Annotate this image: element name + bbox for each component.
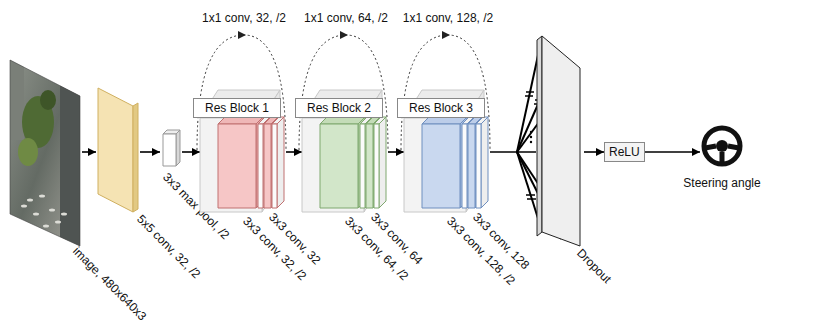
conv-slab (481, 117, 488, 208)
connector-arrow (584, 151, 604, 153)
block-housing (200, 118, 262, 212)
block-housing (302, 118, 364, 212)
conv-slab (218, 124, 256, 208)
conv-slab (320, 124, 358, 208)
connector-arrow (182, 151, 200, 153)
photo-debris (61, 213, 67, 216)
res-block: Res Block 1 (200, 86, 286, 214)
input-image-shape (10, 58, 82, 248)
conv-slab (258, 124, 263, 208)
photo-detail (10, 60, 80, 250)
dense-slab (542, 36, 580, 246)
photo-debris (27, 199, 33, 202)
ellipsis-dot (530, 131, 532, 133)
conv-slab (133, 103, 138, 212)
res-block: Res Block 3 (404, 86, 490, 214)
photo-wall (10, 60, 24, 140)
skip-label: 1x1 conv, 32, /2 (202, 11, 286, 25)
conv-slab (271, 117, 278, 208)
connector-arrow (82, 151, 96, 153)
conv-slab (320, 117, 365, 124)
connector-arrow (388, 151, 404, 153)
block-title: Res Block 3 (397, 98, 485, 118)
photo-debris (39, 195, 45, 198)
photo-debris (43, 225, 49, 228)
dropout-tick (526, 194, 535, 196)
layer-label: Steering angle (683, 176, 760, 190)
layer-label: Dropout (574, 246, 614, 286)
pool-slab (176, 130, 180, 166)
skip-label: 1x1 conv, 128, /2 (403, 11, 494, 25)
conv-slab (460, 117, 467, 208)
conv-slab (360, 124, 365, 208)
conv-slab (475, 117, 482, 208)
skip-label: 1x1 conv, 64, /2 (304, 11, 388, 25)
connector-arrow (286, 151, 302, 153)
conv-layer-shape (96, 86, 140, 214)
block-title: Res Block 1 (193, 98, 281, 118)
conv-slab (264, 124, 271, 208)
photo-wall (60, 60, 80, 250)
pool-layer-shape (160, 126, 182, 170)
pool-layer: 3x3 max pool, /2 (160, 126, 182, 170)
skip-arrowhead (442, 31, 450, 39)
dense-layer: Dropout (536, 34, 584, 274)
connector-arrow (490, 151, 536, 153)
conv-slab (468, 124, 475, 208)
photo-tree (18, 138, 38, 166)
wheel-hub (716, 140, 728, 152)
conv-slab (467, 117, 474, 208)
dropout-tick (526, 91, 534, 93)
input-image: image, 480x640x3 (10, 58, 82, 248)
photo-debris (55, 221, 61, 224)
conv-layer: 5x5 conv, 32, /2 (96, 86, 140, 214)
photo-border (10, 60, 80, 246)
conv-slab (256, 117, 263, 208)
output-icon-shape (700, 124, 744, 168)
conv-slab (422, 117, 467, 124)
dropout-tick (525, 95, 533, 97)
box-label: ReLU (609, 145, 640, 159)
ellipsis-dot (530, 136, 532, 138)
photo-debris (21, 205, 27, 208)
conv-slab (462, 124, 467, 208)
activation-box: ReLU (604, 142, 645, 162)
pool-slab (163, 134, 176, 166)
block-housing (404, 118, 466, 212)
ellipsis-dot (530, 141, 532, 143)
conv-slab (263, 117, 270, 208)
skip-arrowhead (340, 31, 348, 39)
conv-slab (366, 124, 373, 208)
conv-slab (98, 88, 133, 212)
res-block: Res Block 2 (302, 86, 388, 214)
conv-slab (476, 124, 481, 208)
dense-slab (537, 36, 542, 236)
connector-arrow (645, 151, 700, 153)
conv-slab (373, 117, 380, 208)
photo-debris (49, 209, 55, 212)
skip-arrowhead (238, 31, 246, 39)
conv-slab (374, 124, 379, 208)
dropout-tick (527, 198, 536, 200)
dense-layer-shape (536, 34, 584, 274)
connector-arrow (140, 151, 160, 153)
photo-debris (33, 213, 39, 216)
layer-label: 5x5 conv, 32, /2 (134, 212, 203, 281)
layer-label: image, 480x640x3 (70, 244, 149, 323)
block-title: Res Block 2 (295, 98, 383, 118)
photo-tree (40, 90, 56, 110)
output-icon: Steering angle (700, 124, 744, 168)
conv-slab (358, 117, 365, 208)
conv-slab (365, 117, 372, 208)
conv-slab (422, 124, 460, 208)
conv-slab (218, 117, 263, 124)
conv-slab (379, 117, 386, 208)
wheel-rim (704, 128, 740, 164)
conv-slab (277, 117, 284, 208)
conv-slab (272, 124, 277, 208)
